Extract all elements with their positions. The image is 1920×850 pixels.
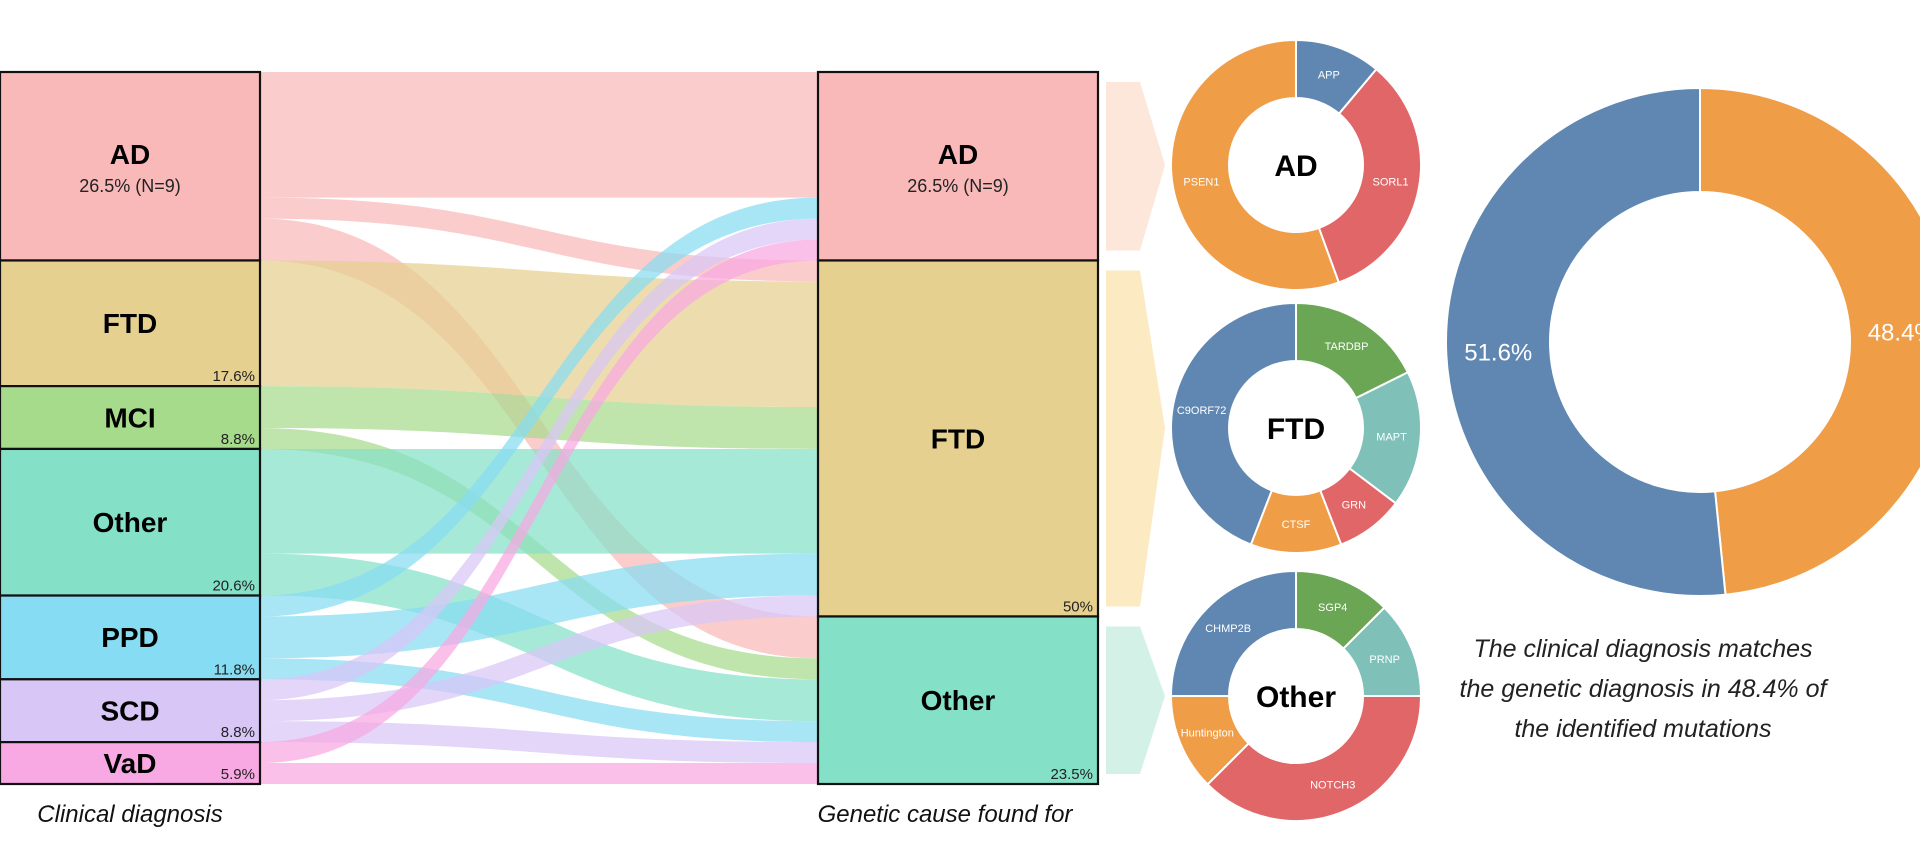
left-node-pct-ppd: 11.8% [214,661,255,678]
donut-ad-segment-sorl1 [1317,67,1422,284]
sankey-link-mci-to-other [260,428,818,680]
right-node-label-ad: AD [938,139,978,170]
chevron-ftd [1106,270,1165,607]
sankey-link-ppd-to-ad [260,197,818,617]
left-node-label-mci: MCI [104,402,155,433]
summary-line-3: the identified mutations [1514,715,1771,743]
left-node-ad [0,70,262,262]
right-nodes: AD 26.5% (N=9) FTD 50% Other 23.5% [816,70,1100,786]
donut-other-segment-notch3 [1206,695,1423,822]
left-node-label-ad: AD [110,139,150,170]
donut-other-segment-label: NOTCH3 [1310,780,1355,792]
donut-other-segment-label: SGP4 [1318,602,1347,614]
sankey-link-vad-to-ad [260,239,818,764]
summary-line-2: the genetic diagnosis in 48.4% of [1460,675,1830,703]
right-node-sub-ad: 26.5% (N=9) [907,176,1009,196]
left-node-label-ppd: PPD [101,622,159,653]
donut-ad: APP SORL1 PSEN1 AD [1170,38,1422,291]
left-caption: Clinical diagnosis [37,801,222,828]
left-node-vad [0,741,262,786]
sankey-link-vad-to-other [260,763,818,784]
donut-charts: APP SORL1 PSEN1 AD TARDBP MAPT GRN CTSF C9ORF72F… [1169,38,1920,822]
donut-ftd-segment-label: TARDBP [1325,341,1369,353]
sankey-link-ftd-to-ftd [260,260,818,408]
donut-other-segment-chmp2b [1169,569,1297,697]
donut-ftd-segment-label: MAPT [1376,432,1407,444]
donut-match-segment-51-6- [1445,86,1727,597]
right-node-other [816,615,1100,786]
right-node-label-ftd: FTD [931,423,985,454]
sankey-link-ad-to-ad [260,72,818,198]
donut-ad-segment-label: APP [1318,70,1340,82]
chevrons [1106,82,1165,774]
right-node-pct-ftd: 50% [1063,598,1093,615]
donut-match: 48.4% 51.6% [1445,86,1920,597]
left-node-pct-ftd: 17.6% [212,368,255,385]
chevron-ad [1106,82,1165,251]
sankey-link-mci-to-ftd [260,386,818,449]
donut-ftd-segment-label: CTSF [1282,519,1311,531]
sankey-link-scd-to-ad [260,218,818,701]
summary-line-1: The clinical diagnosis matches [1473,635,1812,663]
donut-other-center-label: Other [1256,681,1336,714]
sankey-link-scd-to-other [260,721,818,764]
left-node-pct-mci: 8.8% [221,431,255,448]
left-node-scd [0,678,262,744]
sankey-link-other-to-other [260,553,818,722]
left-node-sub-ad: 26.5% (N=9) [79,176,181,196]
left-node-pct-vad: 5.9% [221,766,255,783]
donut-other-segment-label: PRNP [1369,654,1400,666]
left-node-mci [0,385,262,451]
donut-other-segment-label: Huntington [1181,728,1234,740]
donut-ad-segment-label: SORL1 [1373,177,1409,189]
left-node-label-other: Other [93,507,168,538]
left-node-pct-other: 20.6% [212,578,255,595]
donut-ftd-segment-label: C9ORF72 [1177,405,1227,417]
left-node-label-ftd: FTD [103,308,157,339]
right-node-ad [816,70,1100,262]
donut-match-segment-48-4- [1699,86,1920,596]
right-node-label-other: Other [921,685,996,716]
right-node-pct-other: 23.5% [1050,766,1093,783]
donut-ftd-segment-label: GRN [1342,499,1367,511]
right-caption: Genetic cause found for [818,801,1074,828]
donut-ad-center-label: AD [1274,150,1317,183]
donut-ftd-center-label: FTD [1267,413,1325,446]
chevron-other [1106,626,1165,774]
left-nodes: AD 26.5% (N=9) FTD 17.6% MCI 8.8% Other 20.6% PP… [0,70,262,786]
sankey-links [260,72,818,784]
donut-match-segment-label: 51.6% [1464,340,1532,367]
left-node-ftd [0,259,262,388]
donut-ftd-segment-c9orf72 [1170,301,1297,546]
donut-ad-segment-psen1 [1170,38,1341,291]
sankey-link-ppd-to-other [260,658,818,743]
donut-other-segment-label: CHMP2B [1205,623,1251,635]
donut-match-segment-label: 48.4% [1868,319,1920,346]
left-node-label-scd: SCD [100,696,159,727]
donut-ad-segment-label: PSEN1 [1183,177,1219,189]
left-node-label-vad: VaD [104,748,157,779]
left-node-pct-scd: 8.8% [221,724,255,741]
